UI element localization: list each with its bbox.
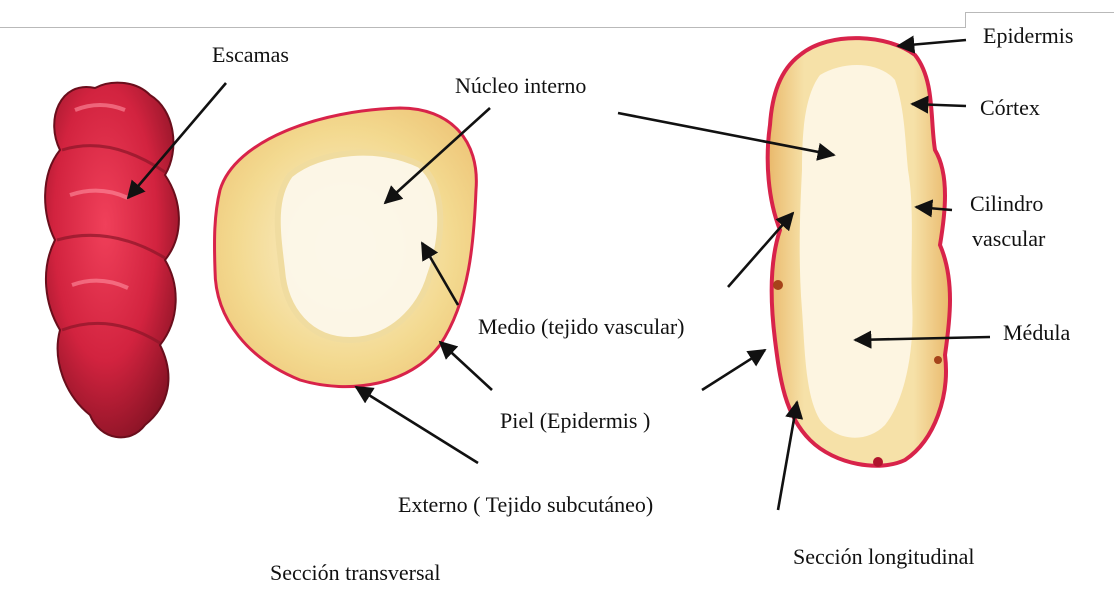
arrow-piel-cross bbox=[440, 342, 492, 390]
longitudinal-section-image bbox=[768, 38, 950, 467]
arrow-piel-long bbox=[702, 350, 765, 390]
label-cortex: Córtex bbox=[980, 97, 1040, 119]
label-externo: Externo ( Tejido subcutáneo) bbox=[398, 494, 653, 516]
label-cilindro-line2: vascular bbox=[972, 228, 1045, 250]
label-piel: Piel (Epidermis ) bbox=[500, 410, 650, 432]
arrow-externo-long bbox=[778, 402, 797, 510]
label-cilindro-line1: Cilindro bbox=[970, 193, 1043, 215]
label-medio: Medio (tejido vascular) bbox=[478, 316, 685, 338]
label-medula: Médula bbox=[1003, 322, 1070, 344]
arrow-epidermis bbox=[898, 40, 966, 46]
label-seccion-longitudinal: Sección longitudinal bbox=[793, 546, 974, 568]
whole-tuber-image bbox=[45, 83, 179, 438]
cross-section-image bbox=[215, 108, 477, 387]
arrow-externo-cross bbox=[356, 387, 478, 463]
label-escamas: Escamas bbox=[212, 44, 289, 66]
label-epidermis: Epidermis bbox=[983, 25, 1073, 47]
label-nucleo-interno: Núcleo interno bbox=[455, 75, 586, 97]
label-seccion-transversal: Sección transversal bbox=[270, 562, 440, 584]
